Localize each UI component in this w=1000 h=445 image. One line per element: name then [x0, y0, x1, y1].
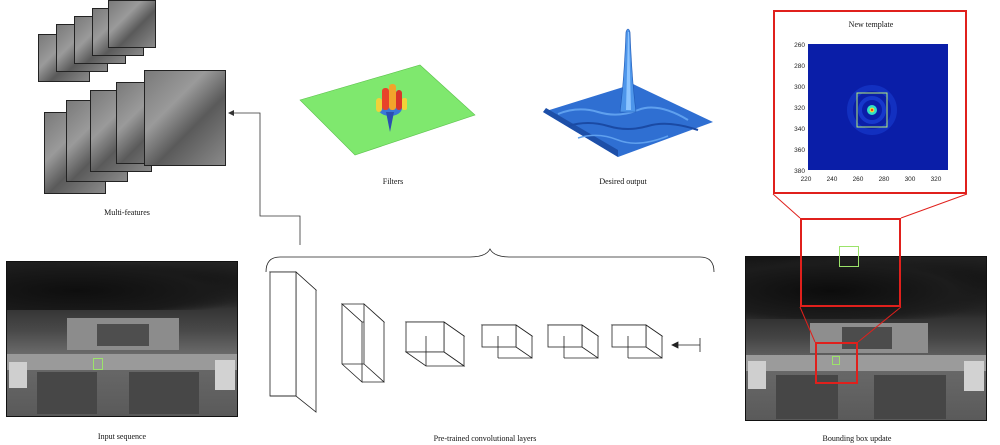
filters-plot: [299, 64, 476, 156]
filter-peak: [382, 88, 389, 110]
input-sequence-image: [6, 261, 238, 417]
filter-trough: [386, 112, 394, 132]
zoom-line: [900, 193, 968, 219]
conv-layer-5: [546, 324, 600, 359]
y-tick-label: 280: [794, 63, 805, 70]
feature-frame: [144, 70, 226, 166]
conv-layer-2: [340, 303, 386, 383]
output-surface-shade: [543, 108, 618, 157]
desired-output-plot: [543, 28, 713, 157]
output-ripple: [557, 106, 689, 121]
predicted-bbox: [839, 246, 859, 267]
zoom-line: [799, 306, 816, 343]
filter-peak: [376, 98, 382, 112]
feature-arrow-head: [228, 110, 234, 116]
conv-layer-6: [610, 324, 664, 359]
template-bbox: [856, 92, 888, 128]
feature-arrow-line: [232, 112, 301, 245]
output-ripple: [577, 134, 669, 144]
heatmap-peak-center: [870, 108, 874, 112]
conv-layer-4: [480, 324, 534, 359]
building-right: [215, 360, 235, 390]
target-bbox: [93, 358, 103, 370]
x-tick-label: 280: [879, 176, 890, 183]
zoom-line: [772, 193, 801, 219]
output-peak-highlight: [626, 32, 631, 110]
tree-canopy: [7, 262, 237, 310]
y-tick-label: 320: [794, 105, 805, 112]
feature-frame: [108, 0, 156, 48]
y-tick-label: 300: [794, 84, 805, 91]
heatmap-area: [808, 44, 948, 170]
output-vector: [671, 338, 701, 352]
bbox-update-caption: Bounding box update: [822, 434, 892, 443]
y-tick-label: 340: [794, 126, 805, 133]
building-right: [964, 361, 984, 391]
layers-brace: [265, 248, 715, 273]
search-region-box: [800, 218, 901, 307]
tree-canopy: [746, 257, 986, 319]
y-axis-ticks: 260 280 300 320 340 360 380: [794, 42, 805, 175]
input-sequence-caption: Input sequence: [97, 432, 147, 441]
lawn-center: [97, 324, 149, 346]
filter-peak: [402, 98, 407, 110]
x-tick-label: 260: [853, 176, 864, 183]
target-region-box: [815, 342, 858, 384]
walkway: [7, 354, 237, 370]
conv-layer-3: [404, 321, 466, 367]
y-tick-label: 260: [794, 42, 805, 49]
bbox-update-image: [745, 256, 987, 421]
lawn-left: [37, 372, 97, 414]
template-heatmap: 260 280 300 320 340 360 380 220 240 260 …: [794, 42, 948, 183]
heatmap-ring: [858, 96, 886, 124]
x-tick-label: 300: [905, 176, 916, 183]
heatmap-ring: [847, 85, 897, 135]
multi-features-caption: Multi-features: [104, 208, 150, 217]
output-surface: [543, 84, 713, 157]
x-tick-label: 320: [931, 176, 942, 183]
filter-peak: [396, 90, 402, 110]
y-tick-label: 380: [794, 168, 805, 175]
filter-peak: [389, 84, 396, 110]
lawn-right: [129, 372, 199, 414]
x-tick-label: 220: [801, 176, 812, 183]
target-bbox: [832, 356, 840, 365]
template-title: New template: [848, 20, 894, 29]
output-ripple: [567, 122, 699, 131]
x-axis-ticks: 220 240 260 280 300 320: [801, 176, 942, 183]
lawn-right: [874, 375, 946, 419]
building-left: [9, 362, 27, 388]
building-left: [748, 361, 766, 389]
filters-caption: Filters: [382, 177, 404, 186]
walkway: [746, 355, 986, 371]
y-tick-label: 360: [794, 147, 805, 154]
zoom-line: [857, 306, 902, 343]
conv-layers-caption: Pre-trained convolutional layers: [433, 434, 537, 443]
desired-output-caption: Desired output: [599, 177, 647, 186]
x-tick-label: 240: [827, 176, 838, 183]
conv-layer-1: [268, 271, 318, 413]
